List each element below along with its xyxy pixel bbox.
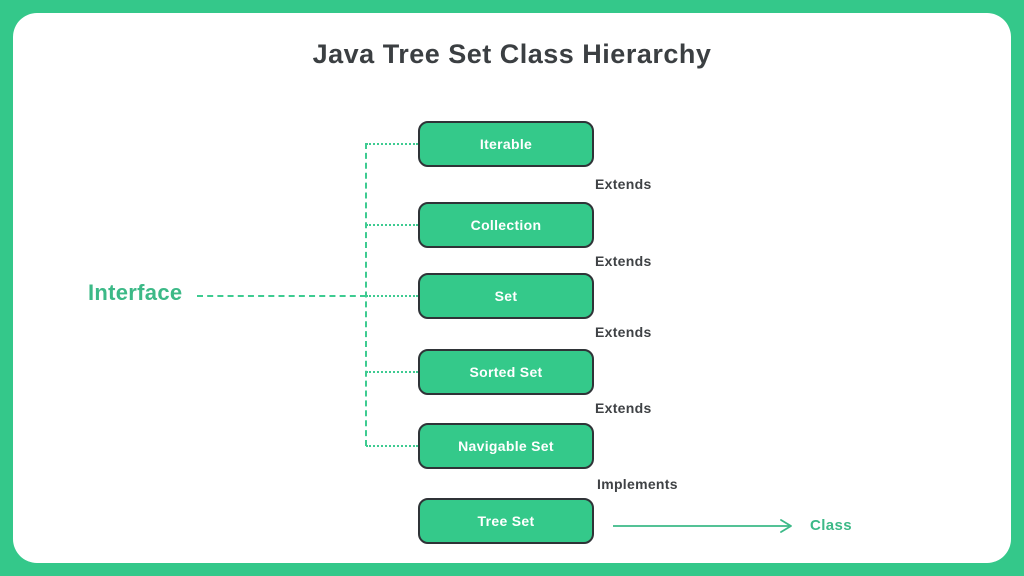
node-label: Iterable: [479, 136, 533, 152]
interface-branch-line: [366, 295, 418, 297]
interface-branch-line: [366, 445, 418, 447]
node-label: Collection: [470, 217, 542, 233]
node-label: Tree Set: [477, 513, 535, 529]
interface-connector-line: [197, 295, 366, 297]
node-tree-set: Tree Set: [418, 498, 594, 544]
node-label: Navigable Set: [458, 438, 554, 454]
node-iterable: Iterable: [418, 121, 594, 167]
page-title: Java Tree Set Class Hierarchy: [312, 39, 712, 69]
class-label: Class: [810, 517, 853, 534]
node-sorted-set: Sorted Set: [418, 349, 594, 395]
edge-label-extends: Extends: [595, 176, 652, 192]
node-navigable-set: Navigable Set: [418, 423, 594, 469]
node-set: Set: [418, 273, 594, 319]
interface-bracket-vertical-line: [365, 143, 367, 446]
diagram-card: Java Tree Set Class Hierarchy Interface …: [13, 13, 1011, 563]
node-label: Set: [494, 288, 518, 304]
edge-label-extends: Extends: [595, 400, 652, 416]
edge-label-implements: Implements: [597, 476, 678, 492]
edge-label-extends: Extends: [595, 253, 652, 269]
interface-label: Interface: [88, 280, 183, 305]
node-label: Sorted Set: [469, 364, 543, 380]
interface-branch-line: [366, 143, 418, 145]
interface-branch-line: [366, 371, 418, 373]
interface-branch-line: [366, 224, 418, 226]
node-collection: Collection: [418, 202, 594, 248]
edge-label-extends: Extends: [595, 324, 652, 340]
class-arrow: [613, 519, 792, 533]
